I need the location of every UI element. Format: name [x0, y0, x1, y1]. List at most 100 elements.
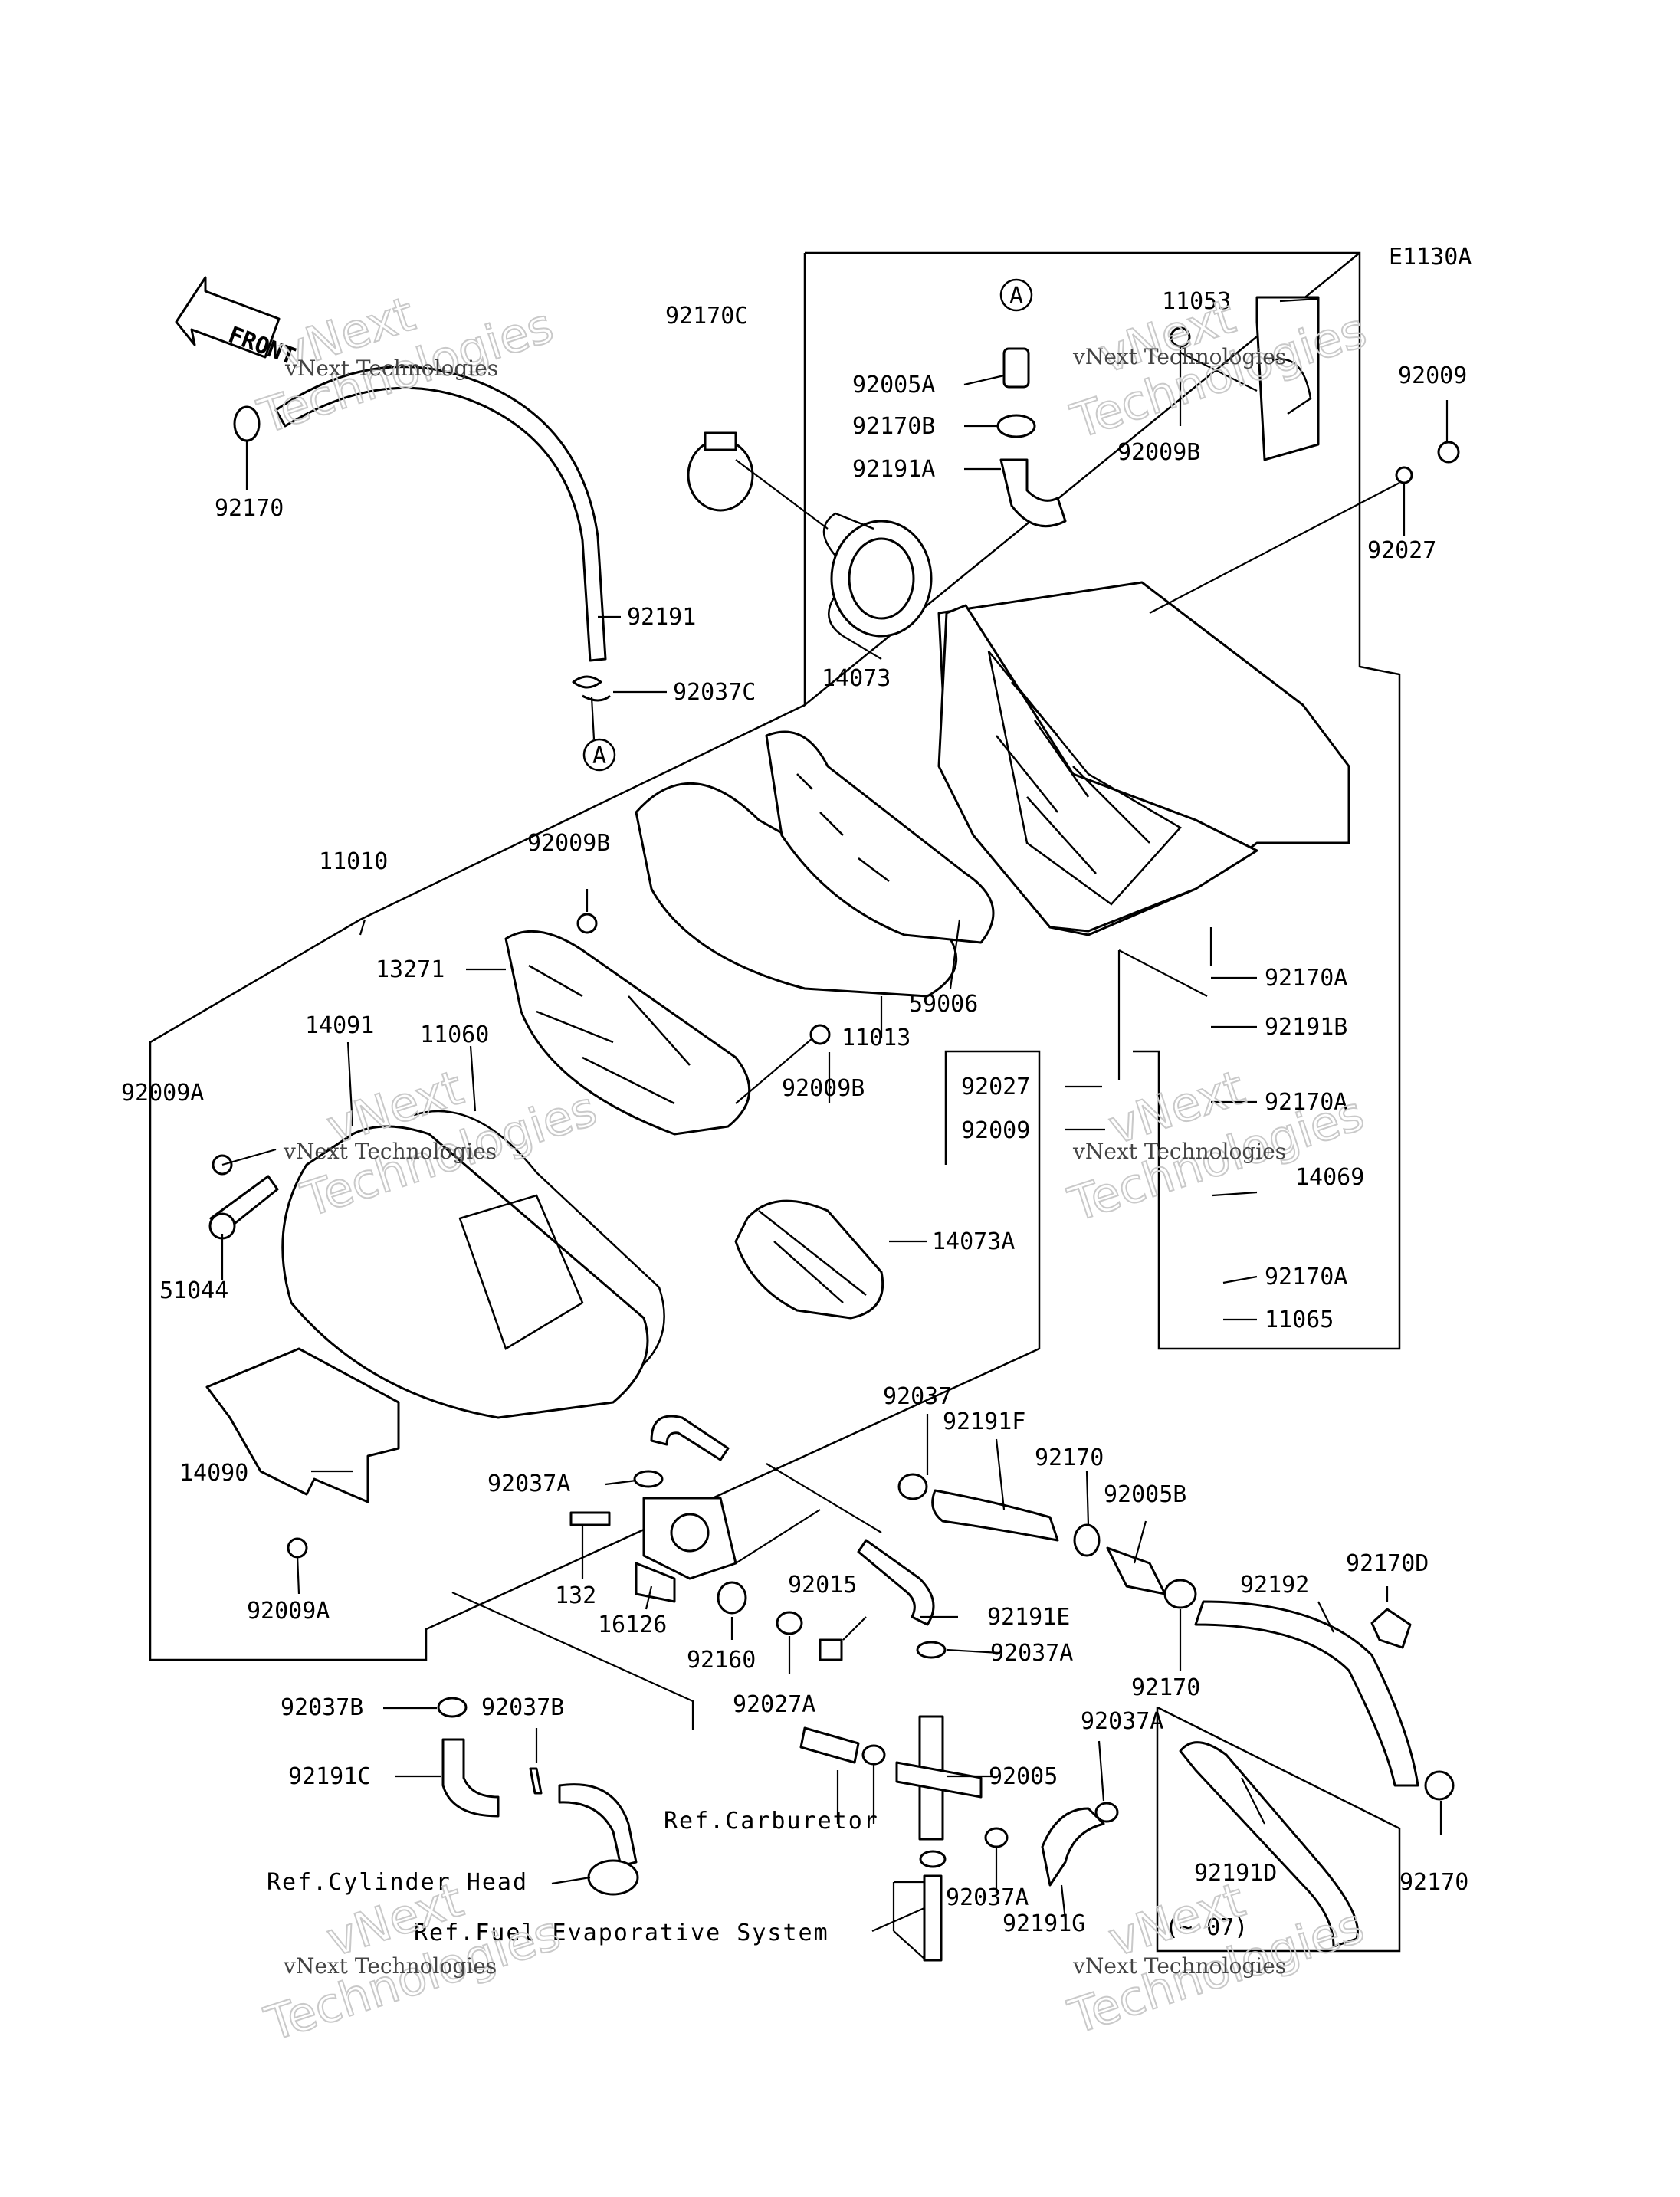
- label-11013: 11013: [842, 1025, 911, 1051]
- watermark-text-bottom-right: vNext Technologies: [1072, 1953, 1286, 1979]
- label-92191e: 92191E: [987, 1604, 1070, 1631]
- label-92170-right: 92170: [1399, 1869, 1468, 1896]
- leader-lines: [221, 297, 1449, 1959]
- label-14090: 14090: [179, 1460, 248, 1487]
- svg-text:A: A: [1009, 283, 1023, 310]
- clip-92037a-3: [984, 1827, 1009, 1848]
- clip-92037c: [572, 675, 611, 702]
- circle-ref-a-bottom: A: [582, 738, 616, 772]
- label-92170a-3: 92170A: [1265, 1264, 1347, 1290]
- air-filter-element-59006: [635, 782, 957, 998]
- intake-duct-14073: [822, 512, 933, 638]
- circle-ref-a-top: A: [999, 278, 1033, 312]
- ref-carburetor: Ref.Carburetor: [664, 1808, 879, 1835]
- bracket-11053: [1255, 296, 1320, 461]
- drawing-code: E1130A: [1389, 244, 1472, 271]
- screw-92009b-low: [809, 1024, 831, 1045]
- label-92009a-top: 92009A: [121, 1080, 204, 1107]
- label-92027-mid: 92027: [961, 1074, 1030, 1100]
- group-frames: [149, 251, 1401, 1953]
- label-11010: 11010: [319, 848, 388, 875]
- label-92037a-4: 92037A: [1081, 1708, 1163, 1735]
- washer-92027a: [776, 1611, 803, 1635]
- label-92009b-low: 92009B: [782, 1075, 865, 1102]
- label-92170a-1: 92170A: [1265, 965, 1347, 992]
- label-11065: 11065: [1265, 1307, 1334, 1333]
- label-92191d: 92191D: [1194, 1860, 1277, 1887]
- watermark-text-top-left: vNext Technologies: [284, 356, 498, 381]
- label-to-07: (~ 07): [1165, 1914, 1248, 1941]
- gasket-11060: [413, 1110, 665, 1365]
- label-92009b-mid: 92009B: [527, 830, 610, 857]
- duct-14073a: [734, 1199, 884, 1320]
- clamp-92170-right: [1424, 1770, 1455, 1801]
- label-92160: 92160: [687, 1647, 756, 1674]
- label-92037c: 92037C: [673, 679, 756, 706]
- clamp-92170-low: [1163, 1579, 1197, 1609]
- label-92192: 92192: [1240, 1572, 1309, 1599]
- hose-to-carburetor: [799, 1726, 860, 1764]
- label-92191b: 92191B: [1265, 1014, 1347, 1041]
- reference-labels: Ref.Carburetor Ref.Cylinder Head Ref.Fue…: [267, 1808, 879, 1946]
- label-92191f: 92191F: [943, 1408, 1025, 1435]
- label-92191a: 92191A: [852, 456, 935, 483]
- label-92170-mid: 92170: [1035, 1444, 1104, 1471]
- pipe-cylinder-head: [558, 1783, 638, 1867]
- parts-artwork: [205, 296, 1460, 1962]
- svg-text:A: A: [592, 743, 606, 769]
- label-92037a-1: 92037A: [487, 1471, 570, 1497]
- label-16126: 16126: [598, 1612, 667, 1638]
- air-cleaner-housing: [937, 581, 1350, 936]
- hose-92191e-lower: [857, 1539, 935, 1626]
- label-59006: 59006: [909, 991, 978, 1018]
- hose-92191c: [441, 1738, 500, 1818]
- clamp-92170b: [996, 414, 1036, 438]
- clip-92037a-4: [1094, 1802, 1119, 1823]
- label-92009a-low: 92009A: [247, 1598, 330, 1625]
- label-132: 132: [555, 1582, 596, 1609]
- label-92037a-2: 92037A: [990, 1640, 1073, 1667]
- label-92027a: 92027A: [733, 1691, 815, 1718]
- label-92009-top: 92009: [1398, 362, 1467, 389]
- label-92037b-1: 92037B: [281, 1694, 363, 1721]
- watermark-text-mid-right: vNext Technologies: [1072, 1139, 1286, 1164]
- label-92005b: 92005B: [1104, 1481, 1186, 1508]
- label-51044: 51044: [159, 1277, 228, 1304]
- part-number-labels: E1130A 11053 92005A 92170B 92191A 92009B…: [121, 244, 1472, 1941]
- hose-92191a: [999, 458, 1067, 528]
- bolt-132: [569, 1511, 611, 1526]
- washer-92027-top: [1395, 466, 1413, 484]
- label-14073: 14073: [822, 665, 891, 692]
- hose-92191g: [1041, 1807, 1105, 1887]
- clip-92037a-1: [633, 1470, 664, 1488]
- label-14073a: 14073A: [932, 1228, 1015, 1255]
- clip-92037b-1: [437, 1697, 468, 1718]
- ref-fuel-evaporative-system: Ref.Fuel Evaporative System: [414, 1920, 829, 1946]
- label-14091: 14091: [305, 1012, 374, 1039]
- screw-92009b-mid: [576, 913, 598, 934]
- label-92005: 92005: [989, 1763, 1058, 1790]
- label-92009-mid: 92009: [961, 1117, 1030, 1144]
- clip-92037b-2: [529, 1767, 543, 1795]
- label-92170c: 92170C: [665, 303, 748, 330]
- label-92191: 92191: [627, 604, 696, 631]
- label-11053: 11053: [1162, 288, 1231, 315]
- watermark-text-bottom-left: vNext Technologies: [283, 1953, 497, 1979]
- label-92027-top: 92027: [1367, 537, 1436, 564]
- label-92009b-top: 92009B: [1117, 439, 1200, 466]
- hose-92191e-upper: [650, 1415, 730, 1461]
- watermark-text-top-right: vNext Technologies: [1072, 344, 1286, 369]
- ref-cylinder-head: Ref.Cylinder Head: [267, 1869, 528, 1896]
- label-92170a-2: 92170A: [1265, 1089, 1347, 1116]
- bolt-92009-top: [1437, 441, 1460, 464]
- label-92170b: 92170B: [852, 413, 935, 440]
- bolt-92009a-low: [287, 1537, 308, 1559]
- grommet-92160: [717, 1581, 747, 1615]
- label-92037a-3: 92037A: [946, 1884, 1029, 1911]
- label-92005a: 92005A: [852, 372, 935, 398]
- label-92170-low: 92170: [1131, 1674, 1200, 1701]
- clamp-92170d: [1370, 1608, 1412, 1649]
- clip-92037: [897, 1473, 928, 1500]
- label-92015: 92015: [788, 1572, 857, 1599]
